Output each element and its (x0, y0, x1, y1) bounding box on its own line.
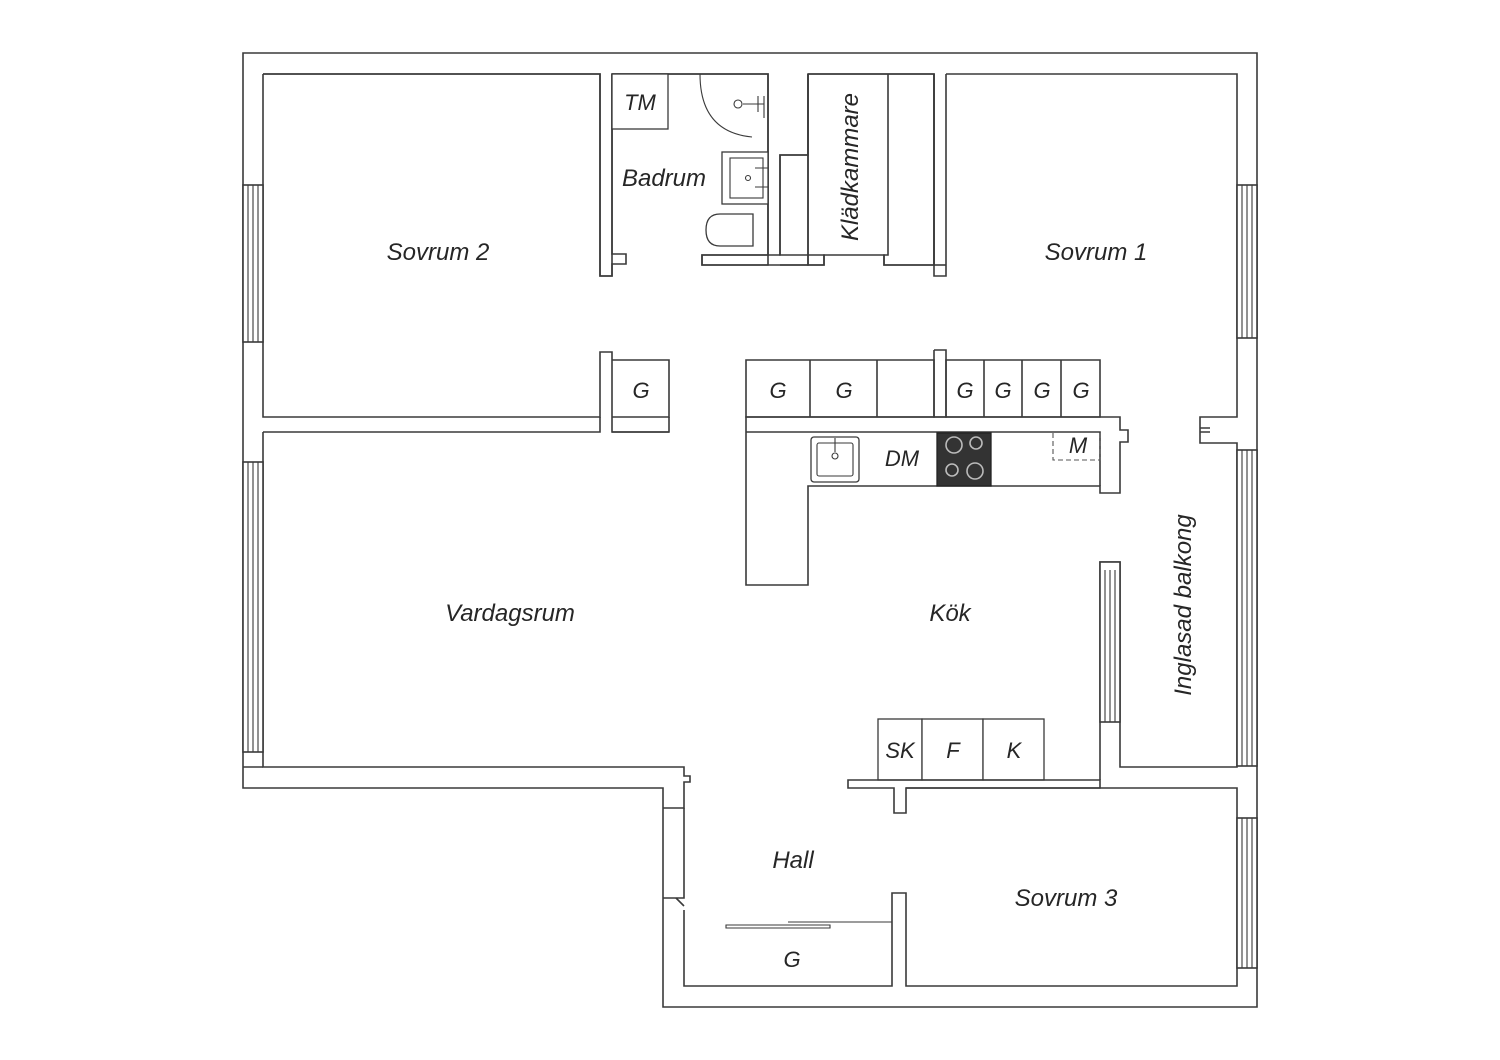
label-sovrum-2: Sovrum 2 (387, 239, 490, 266)
kitchen-appliances (847, 718, 1101, 814)
label-m: M (1069, 433, 1088, 458)
label-g-kitchen-5: G (1033, 378, 1050, 403)
room-badrum (611, 73, 825, 266)
label-g-kitchen-3: G (956, 378, 973, 403)
label-k: K (1007, 738, 1023, 763)
label-g-sovrum-2: G (632, 378, 649, 403)
label-sovrum-3: Sovrum 3 (1015, 885, 1118, 912)
label-hall: Hall (772, 847, 814, 874)
kitchen-counters (745, 359, 1129, 586)
label-sk: SK (885, 738, 916, 763)
label-g-kitchen-4: G (994, 378, 1011, 403)
label-g-kitchen-2: G (835, 378, 852, 403)
window-balkong (1236, 449, 1258, 767)
label-g-hall: G (783, 947, 800, 972)
label-sovrum-1: Sovrum 1 (1045, 239, 1148, 266)
label-g-kitchen-1: G (769, 378, 786, 403)
label-kladkammare: Klädkammare (837, 93, 864, 241)
room-hall-sovrum-3 (663, 787, 1238, 987)
label-vardagsrum: Vardagsrum (445, 600, 575, 627)
label-tm: TM (624, 90, 656, 115)
window-sovrum-3 (1236, 817, 1258, 969)
window-sovrum-1 (1236, 184, 1258, 339)
label-badrum: Badrum (622, 165, 706, 192)
label-f: F (946, 738, 961, 763)
label-g-kitchen-6: G (1072, 378, 1089, 403)
room-vardagsrum (243, 417, 691, 809)
windows (242, 184, 1258, 969)
room-kladkammare (780, 73, 947, 277)
label-dm: DM (885, 446, 920, 471)
window-kitchen-balkong (1099, 561, 1121, 723)
window-sovrum-2 (242, 184, 264, 343)
label-kok: Kök (929, 600, 972, 627)
window-vardagsrum (242, 461, 264, 753)
label-inglasad-balkong: Inglasad balkong (1170, 514, 1197, 696)
